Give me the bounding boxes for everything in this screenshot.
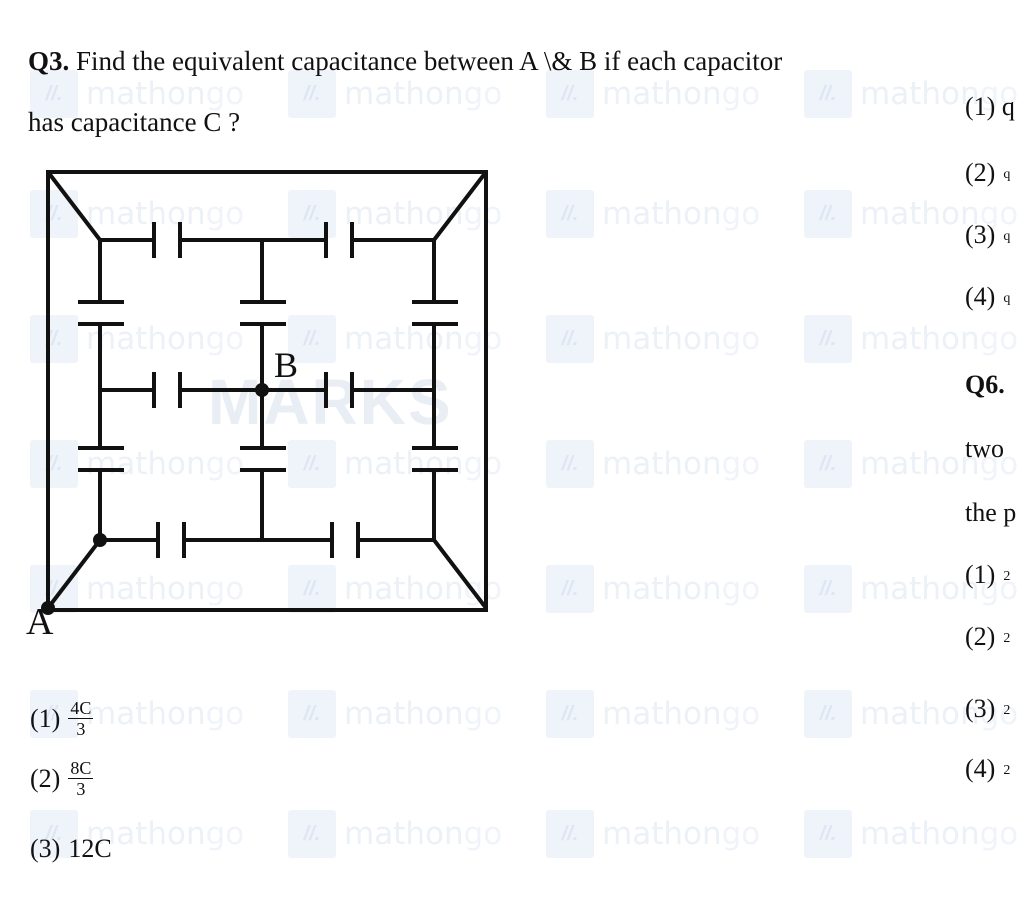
right-opt-2: (2)q [965,158,1011,187]
bottom-row [100,522,434,558]
right-q6-line2: two [965,434,1004,463]
right-q6-line3: the p [965,498,1017,527]
right-opt-4: (4)q [965,282,1011,311]
denominator: 3 [76,719,86,739]
right-q6-opt-4: (4)2 [965,754,1011,783]
option-index: (3) [30,834,61,863]
diagonal-top-left [46,170,102,242]
junction-node [93,533,107,547]
option-text: 12C [68,834,112,863]
question-text: Find the equivalent capacitance between … [76,46,783,76]
right-q6: Q6. [965,370,1005,399]
option-2[interactable]: (2) 8C 3 [30,758,94,799]
fraction: 8C 3 [68,758,94,799]
fraction: 4C 3 [68,698,94,739]
right-column [412,240,458,540]
diagonal-bottom-left [46,538,102,610]
label-A: A [26,601,54,643]
right-opt-3: (3)q [965,220,1011,249]
right-q6-opt-3: (3)2 [965,694,1011,723]
top-row [100,222,434,258]
option-index: (2) [30,763,61,793]
right-q6-opt-2: (2)2 [965,622,1011,651]
diagonal-bottom-right [432,538,488,610]
marks-watermark: MARKS [208,366,453,438]
question-number: Q3. [28,46,70,76]
numerator: 8C [68,758,94,779]
option-3[interactable]: (3) 12C [30,834,112,864]
question-line-2: has capacitance C ? [28,107,241,137]
diagonal-top-right [432,170,488,242]
node-B [255,383,269,397]
node-A [41,601,55,615]
right-q6-opt-1: (1)2 [965,560,1011,589]
numerator: 4C [68,698,94,719]
question-line-1: Q3. Find the equivalent capacitance betw… [28,44,928,78]
option-index: (1) [30,703,61,733]
middle-row [100,372,434,408]
label-B: B [274,345,299,385]
right-opt-1: (1) q [965,92,1015,121]
denominator: 3 [76,779,86,799]
left-column [78,240,124,540]
outer-square [46,170,488,612]
option-1[interactable]: (1) 4C 3 [30,698,94,739]
